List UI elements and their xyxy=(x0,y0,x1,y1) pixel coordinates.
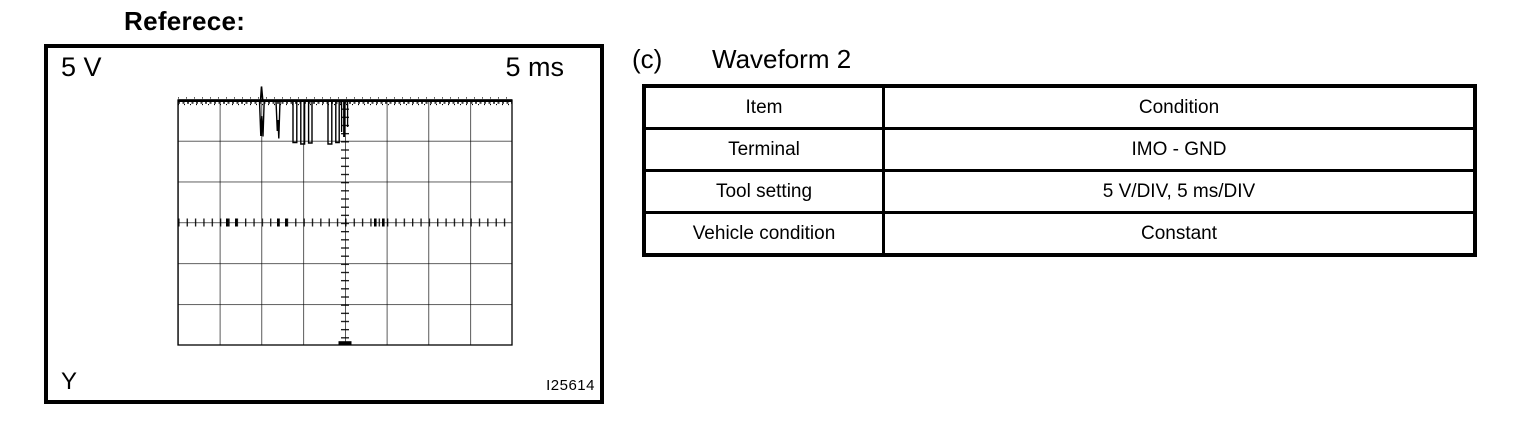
table-header-row: Item Condition xyxy=(642,84,1477,130)
row-item: Tool setting xyxy=(642,169,885,214)
waveform-heading: (c) Waveform 2 xyxy=(632,46,851,72)
waveform-heading-title: Waveform 2 xyxy=(712,44,852,74)
vertical-axis-ticks xyxy=(341,100,349,345)
row-condition: 5 V/DIV, 5 ms/DIV xyxy=(882,169,1477,214)
oscilloscope-screen xyxy=(177,86,513,346)
volts-per-div-label: 5 V xyxy=(61,52,102,82)
row-condition: Constant xyxy=(882,211,1477,257)
scope-graticule xyxy=(177,99,513,346)
row-item: Vehicle condition xyxy=(642,211,885,257)
axis-noise-marks xyxy=(226,218,385,345)
pulse-burst xyxy=(258,100,349,145)
table-row: Tool setting 5 V/DIV, 5 ms/DIV xyxy=(642,169,1477,214)
header-cell-condition: Condition xyxy=(882,84,1477,130)
page-title: Referece: xyxy=(124,6,246,36)
up-spike xyxy=(259,86,264,101)
row-item: Terminal xyxy=(642,127,885,172)
table-row: Vehicle condition Constant xyxy=(642,211,1477,257)
figure-code: I25614 xyxy=(546,377,595,394)
y-axis-label: Y xyxy=(61,368,78,395)
row-condition: IMO - GND xyxy=(882,127,1477,172)
header-cell-item: Item xyxy=(642,84,885,130)
time-per-div-label: 5 ms xyxy=(505,52,564,82)
waveform-trace xyxy=(178,86,512,145)
waveform-condition-table: Item Condition Terminal IMO - GND Tool s… xyxy=(642,84,1477,257)
table-row: Terminal IMO - GND xyxy=(642,127,1477,172)
oscilloscope-display: 5 V 5 ms Y I25614 xyxy=(44,44,604,404)
waveform-heading-index: (c) xyxy=(632,44,663,74)
